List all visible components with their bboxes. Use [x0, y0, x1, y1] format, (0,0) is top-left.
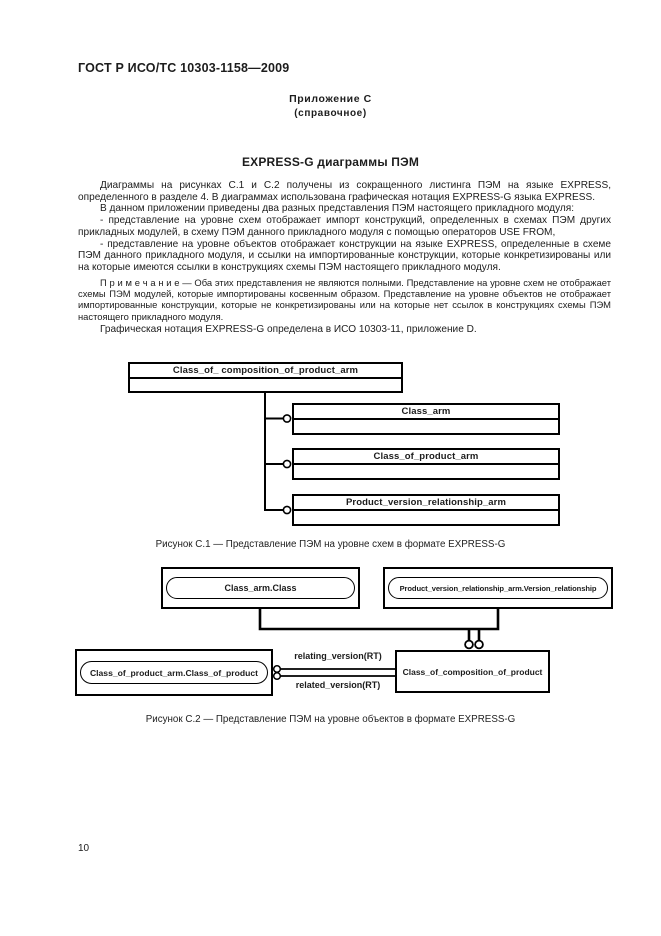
schema-name: Class_arm: [294, 405, 558, 420]
figure-c1-caption: Рисунок С.1 — Представление ПЭМ на уровн…: [155, 539, 506, 550]
schema-box-root: Class_of_ composition_of_product_arm: [128, 362, 403, 393]
schema-box-product-version-relationship-arm: Product_version_relationship_arm: [292, 494, 560, 526]
schema-empty-section: [294, 511, 558, 523]
paragraph: Графическая нотация EXPRESS-G определена…: [100, 324, 477, 336]
entity-box-version-relationship: Product_version_relationship_arm.Version…: [383, 567, 613, 609]
appendix-subtitle: (справочное): [294, 108, 367, 119]
relation-label-related-version: related_version(RT): [295, 680, 381, 690]
page-number: 10: [78, 843, 90, 854]
entity-box-class-of-product: Class_of_product_arm.Class_of_product: [75, 649, 273, 696]
paragraph: - представление на уровне объектов отобр…: [78, 238, 611, 273]
schema-empty-section: [130, 379, 401, 391]
schema-empty-section: [294, 465, 558, 477]
entity-box-class: Class_arm.Class: [161, 567, 360, 609]
entity-name: Product_version_relationship_arm.Version…: [388, 577, 608, 599]
paragraph: Диаграммы на рисунках С.1 и С.2 получены…: [78, 180, 611, 203]
figure-c2-caption: Рисунок С.2 — Представление ПЭМ на уровн…: [145, 714, 516, 725]
body-text-block: Диаграммы на рисунках С.1 и С.2 получены…: [78, 180, 611, 336]
entity-name: Class_of_composition_of_product: [402, 666, 543, 677]
schema-box-class-arm: Class_arm: [292, 403, 560, 435]
note-paragraph: П р и м е ч а н и е — Оба этих представл…: [78, 276, 611, 322]
entity-box-class-of-composition: Class_of_composition_of_product: [395, 650, 550, 693]
schema-name: Class_of_product_arm: [294, 450, 558, 465]
schema-name: Class_of_ composition_of_product_arm: [130, 364, 401, 379]
schema-name: Product_version_relationship_arm: [294, 496, 558, 511]
appendix-title: Приложение С: [289, 93, 372, 105]
paragraph: В данном приложении приведены два разных…: [100, 203, 575, 215]
section-title: EXPRESS-G диаграммы ПЭМ: [241, 155, 420, 169]
schema-box-class-of-product-arm: Class_of_product_arm: [292, 448, 560, 480]
entity-name: Class_arm.Class: [166, 577, 355, 599]
paragraph: - представление на уровне схем отображае…: [78, 215, 611, 238]
standard-number-header: ГОСТ Р ИСО/ТС 10303-1158—2009: [78, 61, 290, 75]
relation-label-relating-version: relating_version(RT): [294, 651, 382, 661]
entity-name: Class_of_product_arm.Class_of_product: [80, 661, 268, 684]
schema-empty-section: [294, 420, 558, 432]
